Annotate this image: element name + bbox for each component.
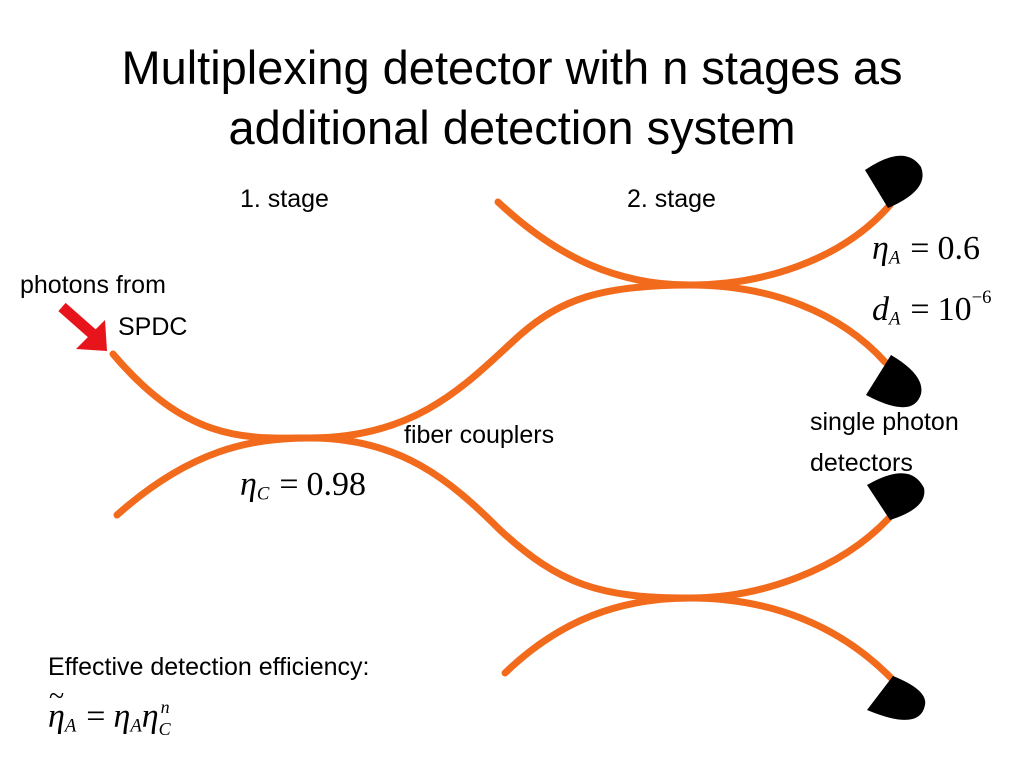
stage-1-label: 1. stage [240,185,329,213]
page-title: Multiplexing detector with n stages as a… [0,38,1024,158]
arrow-head [76,320,107,351]
effective-efficiency-label: Effective detection efficiency: [48,653,370,681]
d-a-exponent: −6 [971,287,992,309]
title-line-2: additional detection system [228,101,796,154]
detectors-label-line-1: single photon [810,408,959,436]
fiber-network [109,198,897,684]
d-a-subscript: A [889,308,901,330]
detectors [865,155,926,720]
eta-c-subscript: C [256,483,270,505]
detector-efficiency-equation: ηA =0.6 [872,230,980,269]
coupler-efficiency-equation: ηC =0.98 [240,466,367,505]
stage-2-label: 2. stage [627,185,716,213]
detector-3-icon [867,473,925,520]
fiber-couplers-label: fiber couplers [404,421,555,449]
fiber-lower-to-lower [113,434,694,602]
eta-a-subscript: A [888,247,901,269]
eta-a-symbol: η [872,230,889,267]
detectors-label-line-2: detectors [810,449,913,477]
eta-a-value: 0.6 [937,230,980,267]
title-line-1: Multiplexing detector with n stages as [121,41,903,94]
fiber-input-to-upper [109,281,694,442]
dark-count-equation: dA =10−6 [872,288,992,330]
fiber-stage2-upper-a [494,198,894,289]
eta-c-value: 0.98 [306,466,367,503]
fiber-stage2-upper-b [686,281,889,366]
d-a-equals: = [910,291,930,328]
detector-2-icon [866,355,922,408]
eta-c-symbol: η [240,466,257,503]
d-a-base: 10 [937,291,972,328]
red-arrow-icon [58,302,107,351]
rhs-eta-c-symbol: η [141,698,159,735]
fiber-stage2-lower-a [686,514,893,602]
photons-label-line-2: SPDC [118,313,188,341]
detector-4-icon [867,676,926,720]
rhs-eta-a-symbol: η [113,698,131,735]
rhs-eta-c-exponent: n [160,697,170,717]
photons-label-line-1: photons from [20,271,166,299]
eta-a-equals: = [910,230,930,267]
eta-tilde-subscript: A [64,715,77,737]
rhs-eta-a-subscript: A [130,715,142,737]
eta-c-equals: = [279,466,299,503]
eta-tilde-symbol: η [48,683,65,734]
effective-equals: = [86,698,106,735]
fiber-stage2-lower-b [501,594,897,684]
arrow-shaft [58,302,100,342]
detector-1-icon [865,155,923,208]
d-a-symbol: d [872,291,889,328]
rhs-eta-c-subscript: C [158,719,171,739]
